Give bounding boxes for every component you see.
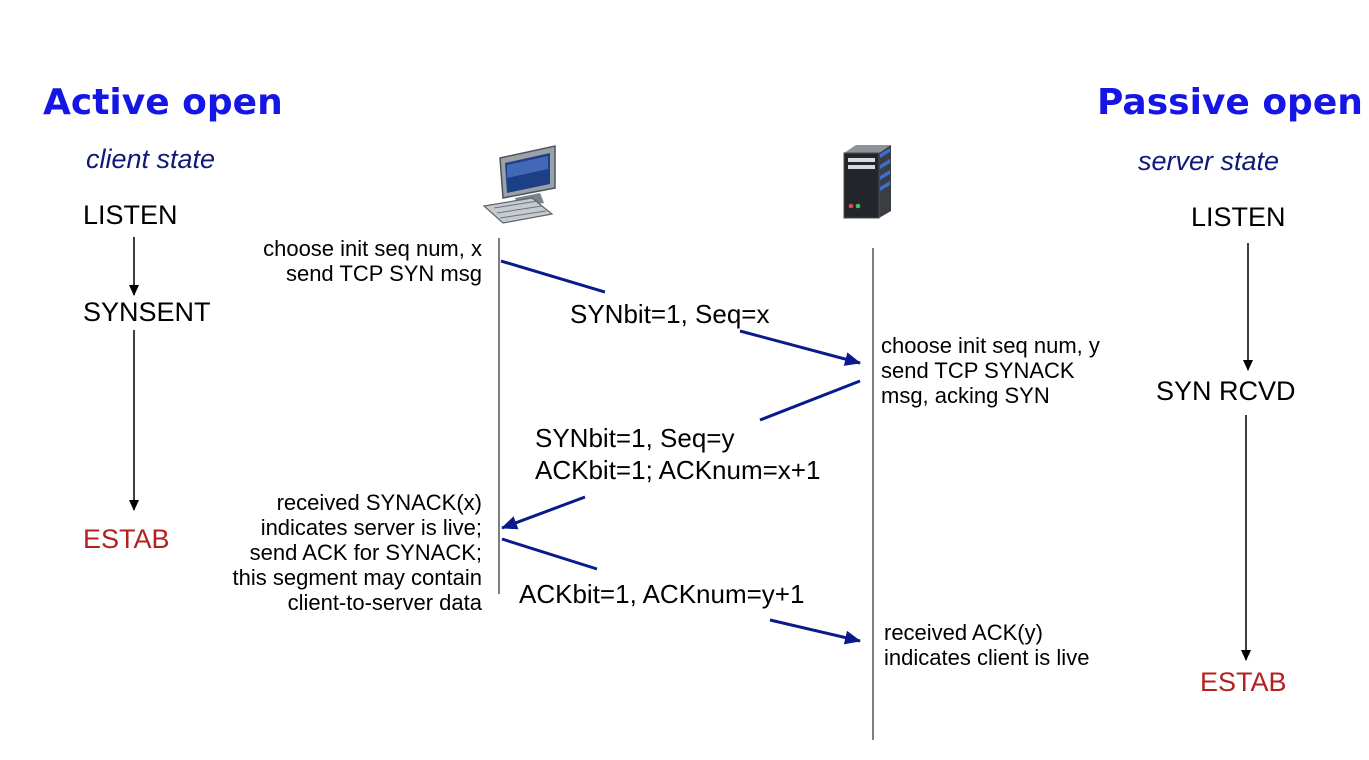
note-line: received SYNACK(x)	[276, 490, 482, 515]
note-line: indicates client is live	[884, 645, 1090, 670]
passive-open-heading: Passive open	[1097, 82, 1363, 123]
note-line: this segment may contain	[232, 565, 482, 590]
desktop-computer-icon	[482, 145, 556, 224]
ack-message-label: ACKbit=1, ACKnum=y+1	[519, 578, 804, 610]
message-line: SYNbit=1, Seq=x	[570, 299, 770, 329]
ack-segment-arrow	[769, 618, 861, 645]
client-state-estab: ESTAB	[83, 524, 170, 554]
note-line: send TCP SYN msg	[285, 261, 482, 286]
note-line: msg, acking SYN	[881, 383, 1050, 408]
synack-segment-arrow	[501, 495, 586, 530]
note-line: indicates server is live;	[260, 515, 482, 540]
client-state-listen: LISTEN	[83, 200, 178, 230]
ack-segment-line	[501, 537, 598, 571]
server-state-label: server state	[1138, 146, 1280, 176]
server-ack-received-note: received ACK(y) indicates client is live	[884, 620, 1089, 670]
client-state-label: client state	[86, 144, 216, 174]
server-tower-icon	[843, 145, 891, 219]
server-state-syn-rcvd: SYN RCVD	[1156, 376, 1296, 406]
synack-segment-line	[759, 379, 861, 422]
server-state-listen: LISTEN	[1191, 202, 1286, 232]
active-open-heading: Active open	[43, 82, 283, 123]
syn-segment-arrow	[739, 329, 861, 366]
syn-message-label: SYNbit=1, Seq=x	[570, 298, 769, 330]
note-line: send TCP SYNACK	[881, 358, 1075, 383]
message-line: ACKbit=1; ACKnum=x+1	[535, 455, 821, 485]
server-synack-note: choose init seq num, y send TCP SYNACK m…	[881, 333, 1100, 408]
client-state-synsent: SYNSENT	[83, 297, 211, 327]
client-syn-note: choose init seq num, x send TCP SYN msg	[263, 236, 482, 286]
server-state-estab: ESTAB	[1200, 667, 1287, 697]
message-line: SYNbit=1, Seq=y	[535, 423, 735, 453]
note-line: client-to-server data	[287, 590, 482, 615]
note-line: send ACK for SYNACK;	[249, 540, 482, 565]
note-line: choose init seq num, x	[263, 236, 482, 261]
message-line: ACKbit=1, ACKnum=y+1	[519, 579, 805, 609]
synack-message-label: SYNbit=1, Seq=y ACKbit=1; ACKnum=x+1	[535, 422, 820, 486]
note-line: received ACK(y)	[884, 620, 1043, 645]
syn-segment-line	[500, 259, 606, 294]
note-line: choose init seq num, y	[881, 333, 1100, 358]
client-synack-received-note: received SYNACK(x) indicates server is l…	[233, 490, 482, 615]
